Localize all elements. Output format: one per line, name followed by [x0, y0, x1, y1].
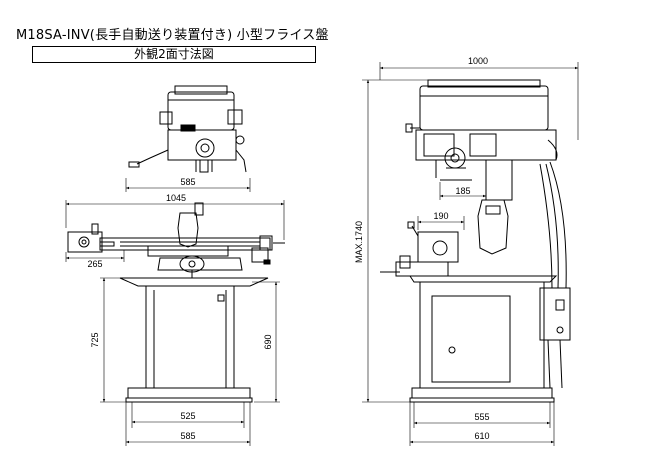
side-view: [380, 79, 571, 403]
dim-max-1740: MAX.1740: [354, 221, 364, 263]
side-base: [409, 161, 571, 403]
dim-185: 185: [455, 186, 470, 196]
side-head: [405, 79, 558, 181]
dim-610: 610: [474, 431, 489, 441]
dim-1045: 1045: [166, 193, 186, 203]
side-dimension-labels: 1000 MAX.1740 185 190 555 610: [354, 56, 490, 441]
dim-585-top: 585: [180, 177, 195, 187]
side-table: [380, 221, 558, 283]
front-head: [128, 85, 247, 173]
drawing-subtitle: 外観2面寸法図: [32, 46, 316, 63]
front-table: [67, 223, 285, 265]
front-view: [67, 85, 285, 403]
front-base: [125, 285, 253, 403]
side-column: [477, 159, 513, 255]
front-dimension-labels: 585 1045 265 725 690 525 585: [87, 177, 273, 441]
dim-1000: 1000: [468, 56, 488, 66]
front-column: [177, 202, 204, 248]
front-dimensions: [65, 178, 285, 446]
dim-265: 265: [87, 259, 102, 269]
dim-525: 525: [180, 411, 195, 421]
dim-190: 190: [433, 211, 448, 221]
dim-725: 725: [90, 332, 100, 347]
front-saddle: [119, 255, 269, 287]
drawing-title: M18SA-INV(長手自動送り装置付き) 小型フライス盤: [16, 28, 329, 43]
side-dimensions: [362, 62, 579, 446]
dim-585-bottom: 585: [180, 431, 195, 441]
dim-690: 690: [263, 334, 273, 349]
dim-555: 555: [474, 412, 489, 422]
